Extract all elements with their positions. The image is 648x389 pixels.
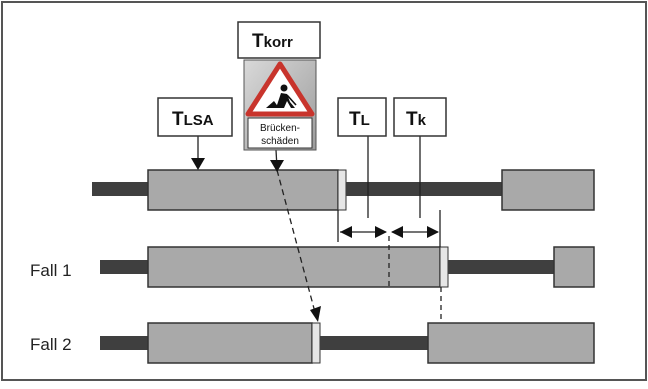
row-label-fall2: Fall 2 xyxy=(30,335,72,354)
label-t-l: TL xyxy=(338,98,386,136)
svg-text:Tkorr: Tkorr xyxy=(252,31,293,52)
label-sub: LSA xyxy=(184,112,214,129)
label-main: T xyxy=(172,109,184,130)
svg-text:Tk: Tk xyxy=(406,109,427,130)
bar-extended xyxy=(148,247,440,287)
svg-text:TL: TL xyxy=(349,109,370,130)
label-t-korr: Tkorr xyxy=(238,22,320,58)
row-label-fall1: Fall 1 xyxy=(30,261,72,280)
label-main: T xyxy=(252,31,264,52)
bar-next xyxy=(502,170,594,210)
track-segment xyxy=(320,336,428,350)
top-row xyxy=(92,170,594,210)
bar-next xyxy=(428,323,594,363)
track-segment xyxy=(92,182,148,196)
bar-cap xyxy=(338,170,346,210)
sign-text-line2: schäden xyxy=(261,136,299,147)
label-sub: k xyxy=(418,112,427,129)
label-t-k: Tk xyxy=(394,98,446,136)
road-works-sign: Brücken- schäden xyxy=(244,60,316,150)
bar-shortened xyxy=(148,323,312,363)
bar-lsa xyxy=(148,170,338,210)
bar-next xyxy=(554,247,594,287)
track-segment xyxy=(448,260,554,274)
label-t-lsa: TLSA xyxy=(158,98,232,136)
label-sub: L xyxy=(361,112,370,129)
label-sub: korr xyxy=(264,34,293,51)
track-segment xyxy=(346,182,502,196)
bar-cap xyxy=(312,323,320,363)
label-main: T xyxy=(349,109,361,130)
svg-text:TLSA: TLSA xyxy=(172,109,214,130)
track-segment xyxy=(100,260,148,274)
bar-cap xyxy=(440,247,448,287)
label-main: T xyxy=(406,109,418,130)
sign-text-line1: Brücken- xyxy=(260,123,300,134)
track-segment xyxy=(100,336,148,350)
